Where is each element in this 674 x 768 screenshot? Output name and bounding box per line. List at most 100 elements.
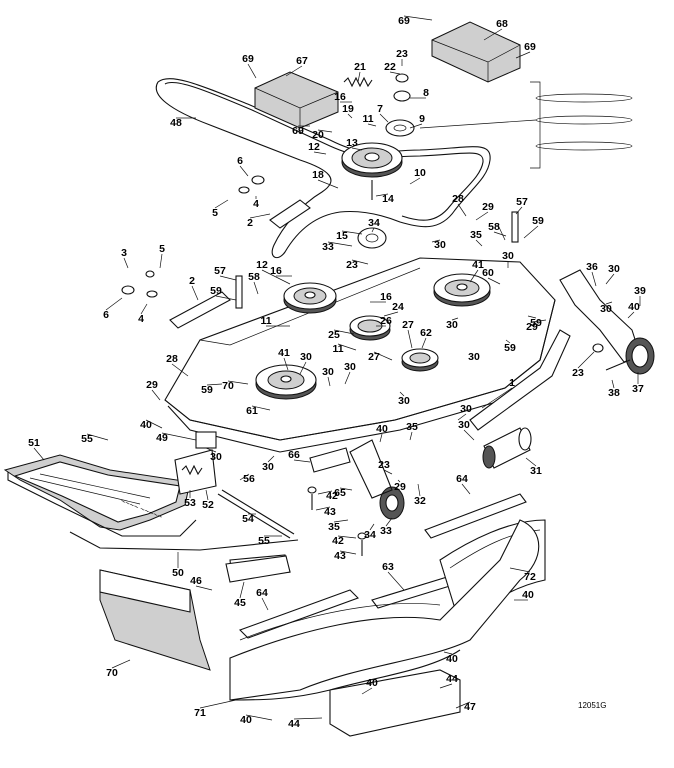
callout-30: 30	[608, 263, 620, 275]
leader-line	[333, 519, 349, 523]
callout-56: 56	[243, 473, 255, 485]
callout-69: 69	[242, 53, 254, 65]
spindle-housing-lower	[349, 439, 405, 520]
leader-line	[195, 585, 213, 591]
callout-34: 34	[364, 529, 376, 541]
callout-35: 35	[328, 521, 340, 533]
leader-line	[403, 15, 433, 21]
leader-lines	[33, 15, 641, 721]
front-rail	[469, 329, 571, 431]
belt-cover-right	[431, 21, 521, 83]
leader-line	[523, 225, 539, 239]
callout-38: 38	[608, 387, 620, 399]
callout-14: 14	[382, 193, 394, 205]
leader-line	[577, 351, 595, 369]
deck-shell	[164, 257, 556, 453]
callout-20: 20	[312, 129, 324, 141]
callout-30: 30	[344, 361, 356, 373]
leader-line	[333, 329, 355, 335]
leader-line	[339, 487, 353, 491]
idler-arm-upper	[238, 175, 311, 229]
leader-line	[327, 376, 331, 387]
leader-line	[371, 227, 375, 233]
blade-left	[239, 589, 359, 639]
leader-line	[431, 239, 441, 243]
leader-line	[205, 489, 209, 501]
leader-line	[399, 391, 405, 397]
callout-25: 25	[328, 329, 340, 341]
callout-58: 58	[248, 271, 260, 283]
callout-13: 13	[346, 137, 358, 149]
leader-line	[247, 63, 257, 79]
leader-line	[493, 231, 507, 237]
leader-line	[351, 259, 369, 265]
leader-line	[253, 281, 259, 295]
leader-line	[409, 431, 413, 441]
callout-65: 65	[334, 487, 346, 499]
bracket-left	[235, 275, 243, 309]
callout-37: 37	[632, 383, 644, 395]
callout-59: 59	[504, 342, 516, 354]
callout-16: 16	[270, 265, 282, 277]
callout-42: 42	[326, 490, 338, 502]
leader-line	[219, 275, 237, 281]
callout-18: 18	[312, 169, 324, 181]
callout-49: 49	[156, 432, 168, 444]
leader-line	[317, 179, 339, 189]
leader-line	[605, 273, 615, 285]
anti-scalp-roller	[482, 427, 532, 469]
leader-line	[337, 535, 357, 539]
belt-section-detail	[419, 81, 633, 169]
callout-28: 28	[166, 353, 178, 365]
leader-line	[361, 687, 373, 695]
callout-60: 60	[482, 267, 494, 279]
callout-70: 70	[106, 667, 118, 679]
callout-16: 16	[380, 291, 392, 303]
leader-line	[151, 389, 161, 401]
callout-40: 40	[376, 423, 388, 435]
callout-53: 53	[184, 497, 196, 509]
leader-line	[443, 651, 453, 655]
callout-23: 23	[396, 48, 408, 60]
callout-50: 50	[172, 567, 184, 579]
leader-line	[527, 315, 537, 319]
callout-1: 1	[509, 377, 515, 389]
callout-30: 30	[262, 461, 274, 473]
callout-40: 40	[446, 653, 458, 665]
leader-line	[417, 483, 421, 497]
leader-line	[111, 659, 131, 669]
chute-hinge	[174, 449, 217, 495]
blade-right	[424, 493, 527, 539]
leader-line	[483, 28, 503, 41]
callout-36: 36	[586, 261, 598, 273]
leader-line	[505, 339, 511, 344]
leader-line	[33, 447, 45, 461]
callout-40: 40	[628, 301, 640, 313]
leader-line	[351, 147, 363, 151]
leader-line	[375, 193, 389, 197]
deflector-47	[329, 669, 461, 737]
callout-30: 30	[434, 239, 446, 251]
callout-43: 43	[334, 550, 346, 562]
callout-71: 71	[194, 707, 206, 719]
callout-15: 15	[336, 230, 348, 242]
callout-40: 40	[522, 589, 534, 601]
leader-line	[469, 269, 479, 283]
callout-8: 8	[423, 87, 429, 99]
callout-68: 68	[496, 18, 508, 30]
callout-27: 27	[368, 351, 380, 363]
callout-12: 12	[256, 259, 268, 271]
leader-line	[86, 433, 109, 441]
leader-line	[261, 597, 269, 611]
callout-labels: 1223445566789101111111212131415161616181…	[28, 15, 646, 730]
leader-line	[161, 432, 197, 441]
top-spindle-pulley	[341, 142, 403, 200]
leader-line	[421, 337, 427, 349]
deck-pulley-center	[283, 282, 337, 314]
leader-line	[515, 51, 531, 59]
leader-line	[140, 303, 148, 315]
idler-pulley-stack	[385, 73, 415, 137]
callout-6: 6	[103, 309, 109, 321]
callout-2: 2	[189, 275, 195, 287]
leader-line	[357, 71, 361, 83]
